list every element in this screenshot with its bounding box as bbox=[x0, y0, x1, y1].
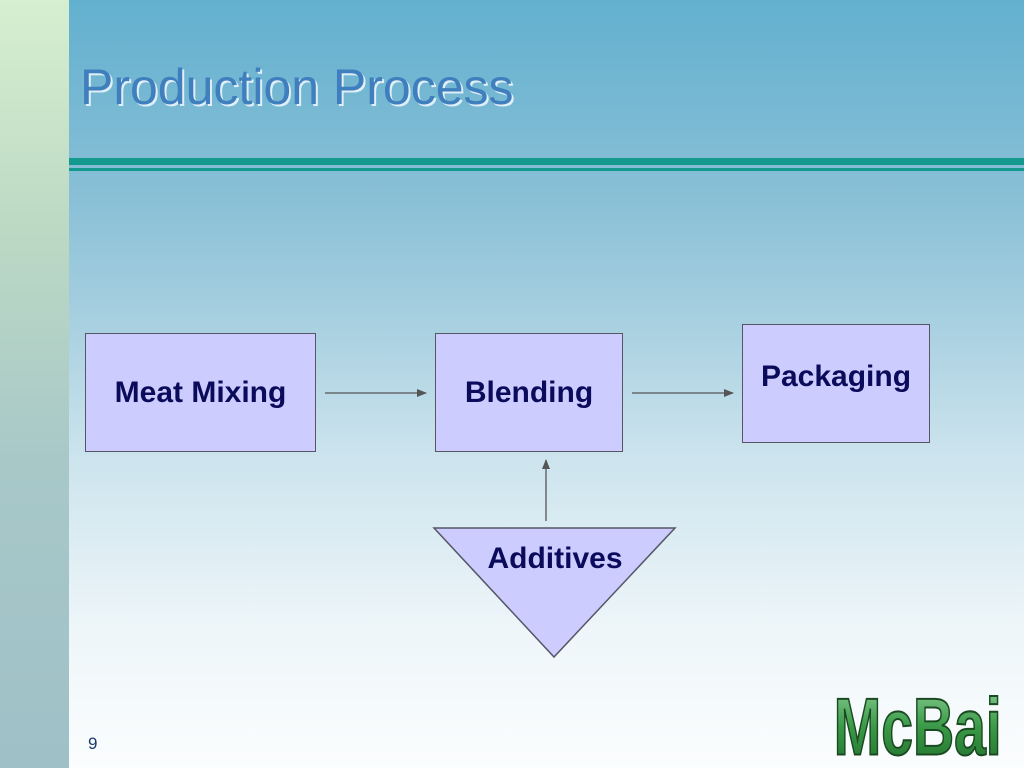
mcbain-logo: McBain bbox=[833, 681, 1000, 763]
node-additives-label: Additives bbox=[487, 542, 623, 575]
node-packaging-label: Packaging bbox=[760, 359, 912, 393]
logo-wordmark: McBain bbox=[834, 682, 1000, 763]
node-additives-triangle bbox=[432, 527, 677, 659]
title-rule-thick bbox=[69, 158, 1024, 165]
node-meat-mixing-label: Meat Mixing bbox=[114, 375, 287, 409]
node-packaging: Packaging bbox=[742, 324, 930, 443]
page-number: 9 bbox=[88, 734, 98, 753]
node-meat-mixing: Meat Mixing bbox=[85, 333, 316, 452]
node-blending: Blending bbox=[435, 333, 623, 452]
slide-title: Production Process bbox=[80, 59, 514, 115]
node-blending-label: Blending bbox=[464, 375, 594, 409]
left-sidebar-band bbox=[0, 0, 69, 768]
title-rule-thin bbox=[69, 168, 1024, 171]
